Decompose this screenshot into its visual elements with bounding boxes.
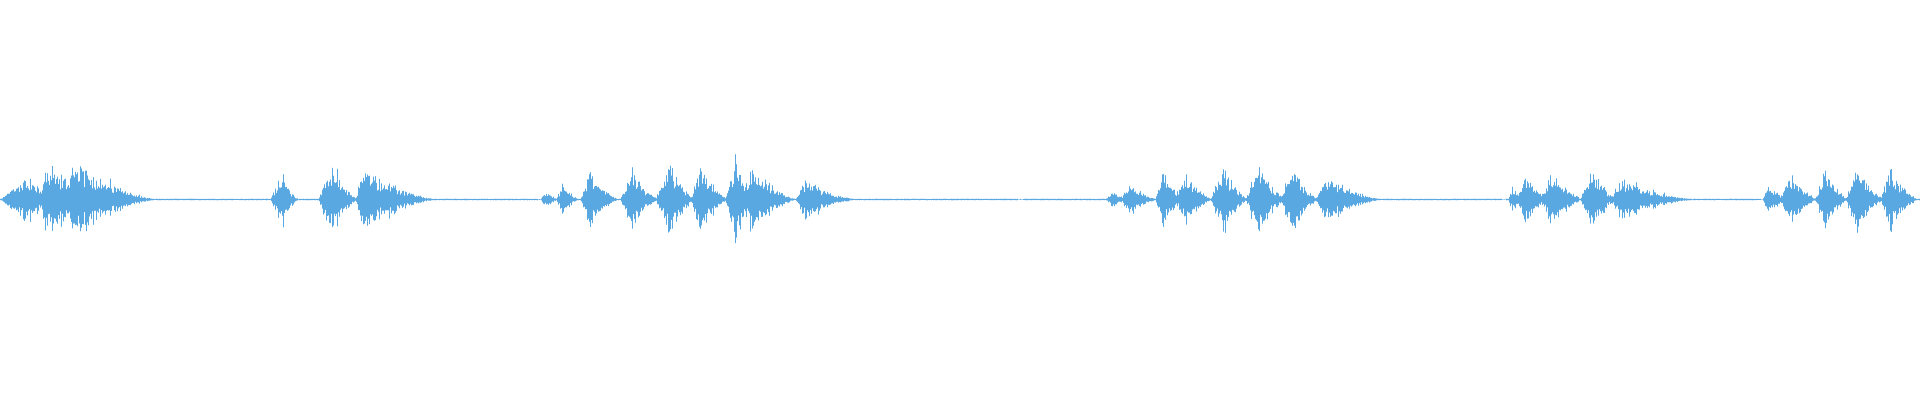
waveform-peaks: [0, 154, 1920, 244]
waveform-peak-path: [0, 154, 1920, 244]
